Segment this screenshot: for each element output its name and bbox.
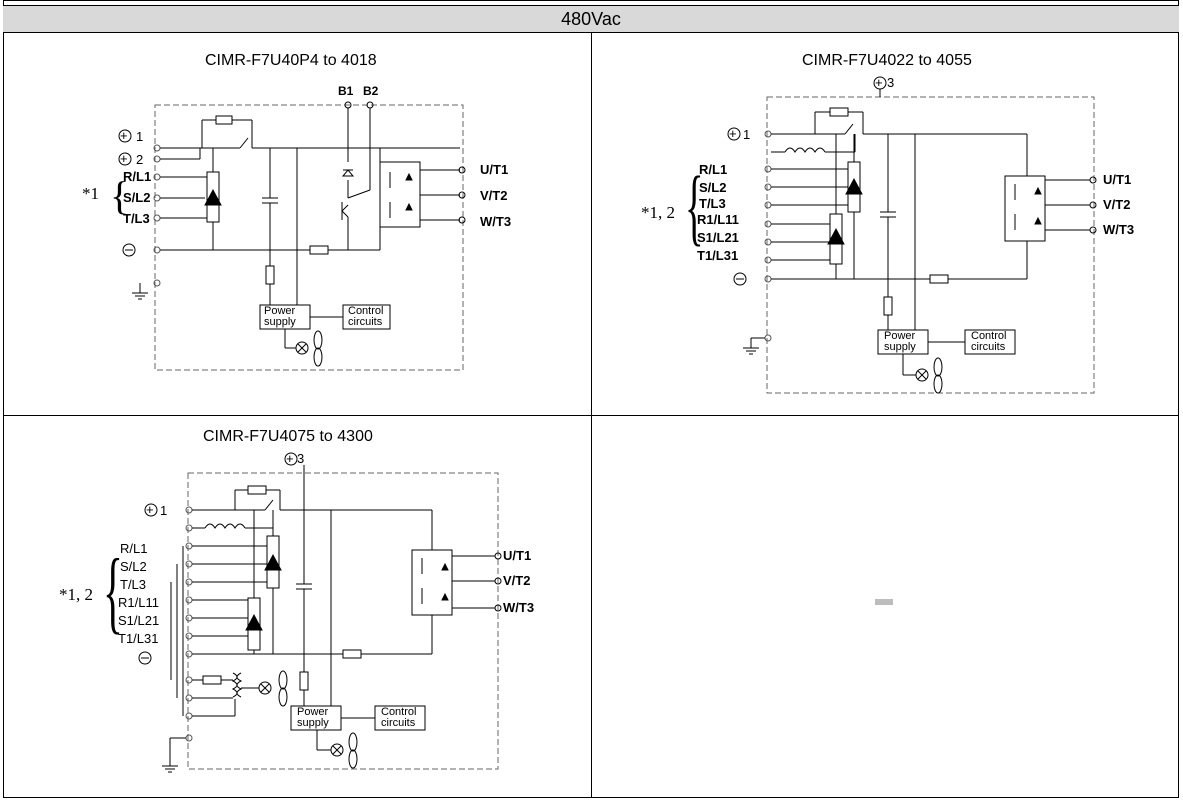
power-supply-box: Power supply [264,305,296,328]
svg-text:+: + [286,451,294,466]
svg-text:+: + [120,128,128,143]
diagram-2-title: CIMR-F7U4022 to 4055 [802,52,972,69]
input-terminal: R1/L11 [118,595,159,610]
dc-terminal-1: 1 [160,503,168,518]
output-terminal: V/T2 [480,188,508,203]
output-terminal: U/T1 [503,548,532,563]
svg-text:+: + [146,502,154,517]
output-terminal: W/T3 [1103,222,1135,237]
control-circuits-box: Control circuits [971,330,1007,353]
output-terminal: W/T3 [503,600,535,615]
dc-terminal-1: 1 [743,127,751,142]
input-terminal: T/L3 [120,577,147,592]
brace: { [110,173,130,218]
note-marker: *1 [82,184,99,203]
dc-terminal-3: 3 [297,451,305,466]
svg-text:+: + [729,126,737,141]
power-supply-box: Power supply [884,330,916,353]
control-circuits-box: Control circuits [348,305,384,328]
dc-terminal-2: 2 [136,152,144,167]
output-terminal: U/T1 [480,162,509,177]
input-terminal: T1/L31 [118,631,159,646]
diagram-3: + + [55,448,585,793]
input-terminal: R/L1 [699,162,728,177]
input-terminal: S/L2 [699,180,727,195]
input-terminal: R/L1 [120,541,148,556]
input-terminal: T/L3 [123,211,150,226]
output-terminal: W/T3 [480,214,512,229]
input-terminal: R/L1 [123,169,152,184]
input-terminal: R1/L11 [697,212,739,227]
output-terminal: V/T2 [503,573,531,588]
output-terminal: U/T1 [1103,172,1132,187]
diagram-1: + + [80,80,511,380]
input-terminal: T1/L31 [697,248,739,263]
brake-terminal-b2: B2 [363,84,379,98]
brake-terminal-b1: B1 [338,84,354,98]
diagram-2: + + [635,72,1175,402]
power-supply-box: Power supply [297,706,329,729]
svg-text:+: + [120,151,128,166]
input-terminal: S1/L21 [697,230,739,245]
diagram-1-title: CIMR-F7U40P4 to 4018 [205,52,377,69]
input-terminal: S1/L21 [118,613,160,628]
dc-terminal-3: 3 [887,75,895,90]
output-terminal: V/T2 [1103,197,1131,212]
dc-terminal-1: 1 [136,129,144,144]
note-marker: *1, 2 [641,203,675,222]
input-terminal: T/L3 [699,196,726,211]
control-circuits-box: Control circuits [381,706,417,729]
row-divider [3,415,1179,416]
voltage-header: 480Vac [3,5,1179,33]
brace: { [685,158,704,254]
note-marker: *1, 2 [59,585,93,604]
input-terminal: S/L2 [120,559,147,574]
empty-cell-dash [875,599,893,605]
input-terminal: S/L2 [123,190,151,205]
svg-text:+: + [875,75,883,90]
diagram-3-title: CIMR-F7U4075 to 4300 [203,428,373,445]
brace: { [103,540,123,642]
